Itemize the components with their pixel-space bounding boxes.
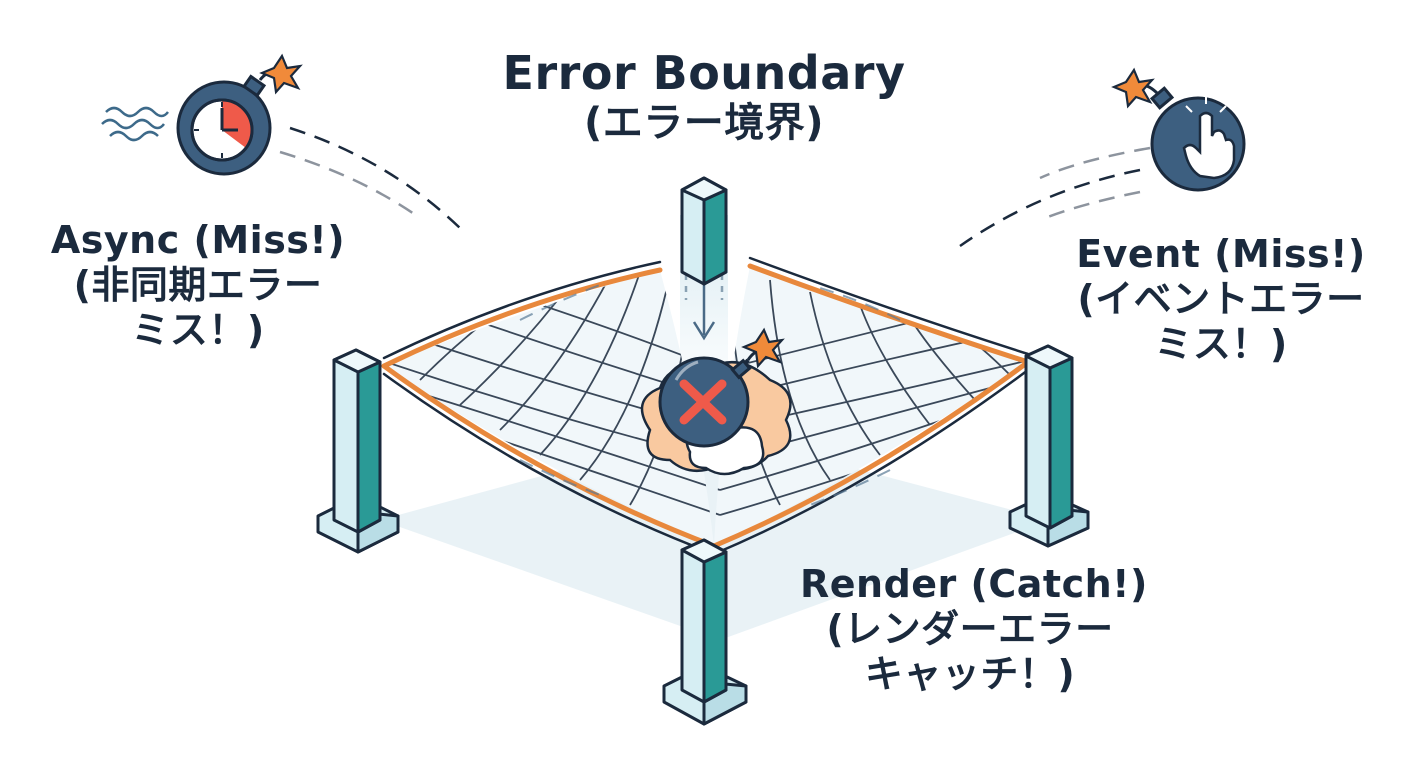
- async-trajectory: [279, 126, 463, 231]
- title-block: Error Boundary (エラー境界): [404, 46, 1004, 147]
- vibration-lines: [101, 106, 169, 142]
- event-label: Event (Miss!) (イベントエラー ミス！): [1056, 232, 1386, 366]
- async-label-line3: ミス！): [131, 307, 265, 352]
- x-mark-bomb-icon: [658, 327, 785, 448]
- stopwatch-bomb-icon: [176, 53, 303, 176]
- front-post: [662, 538, 748, 726]
- event-bomb: [959, 67, 1246, 248]
- render-label: Render (Catch!) (レンダーエラー キャッチ！): [800, 562, 1148, 696]
- title-en: Error Boundary: [502, 46, 906, 100]
- left-post: [316, 348, 400, 554]
- event-label-line2: (イベントエラー: [1077, 276, 1365, 321]
- center-post: [680, 176, 728, 286]
- title-jp: (エラー境界): [583, 100, 825, 147]
- render-label-line1: Render (Catch!): [800, 562, 1148, 606]
- async-label-line1: Async (Miss!): [50, 218, 346, 262]
- render-label-line2: (レンダーエラー: [826, 606, 1114, 651]
- async-bomb: [101, 53, 463, 231]
- async-label: Async (Miss!) (非同期エラー ミス！): [48, 218, 348, 352]
- event-label-line3: ミス！): [1154, 321, 1288, 366]
- async-label-line2: (非同期エラー: [73, 262, 323, 307]
- render-label-line3: キャッチ！): [864, 651, 1076, 696]
- pointer-hand-bomb-icon: [1111, 67, 1246, 192]
- event-trajectory: [959, 146, 1151, 248]
- right-post: [1008, 344, 1090, 548]
- event-label-line1: Event (Miss!): [1076, 232, 1366, 276]
